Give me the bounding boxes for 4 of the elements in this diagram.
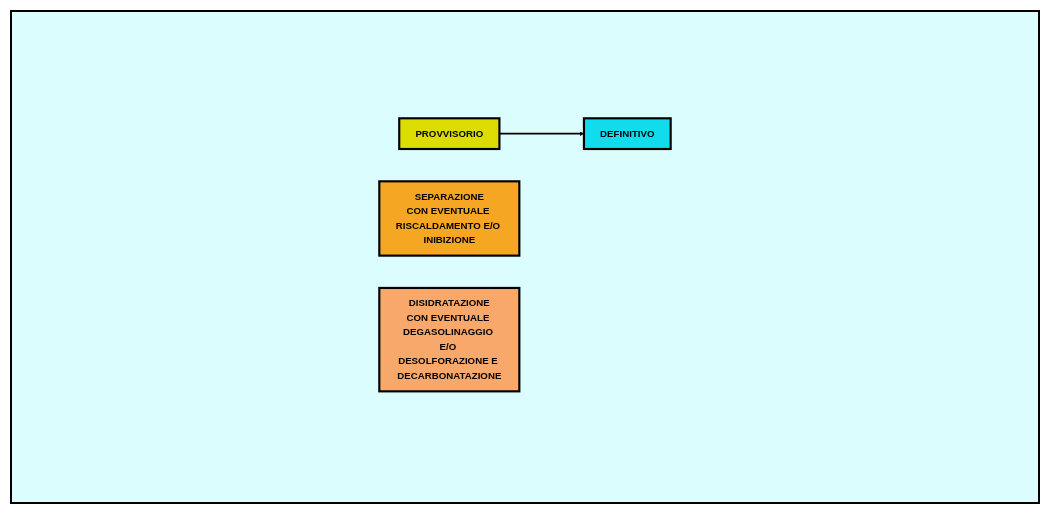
node-box: DEFINITIVO [582,117,672,151]
node-box: SEPARAZIONE CON EVENTUALE RISCALDAMENTO E/O INIBIZIONE [378,180,521,257]
node-box: DISIDRATAZIONE CON EVENTUALE DEGASOLINAGGIO E/O DESOLFORAZIONE E DECARBONATAZIONE [378,287,521,393]
node-box: PROVVISORIO [398,117,501,151]
